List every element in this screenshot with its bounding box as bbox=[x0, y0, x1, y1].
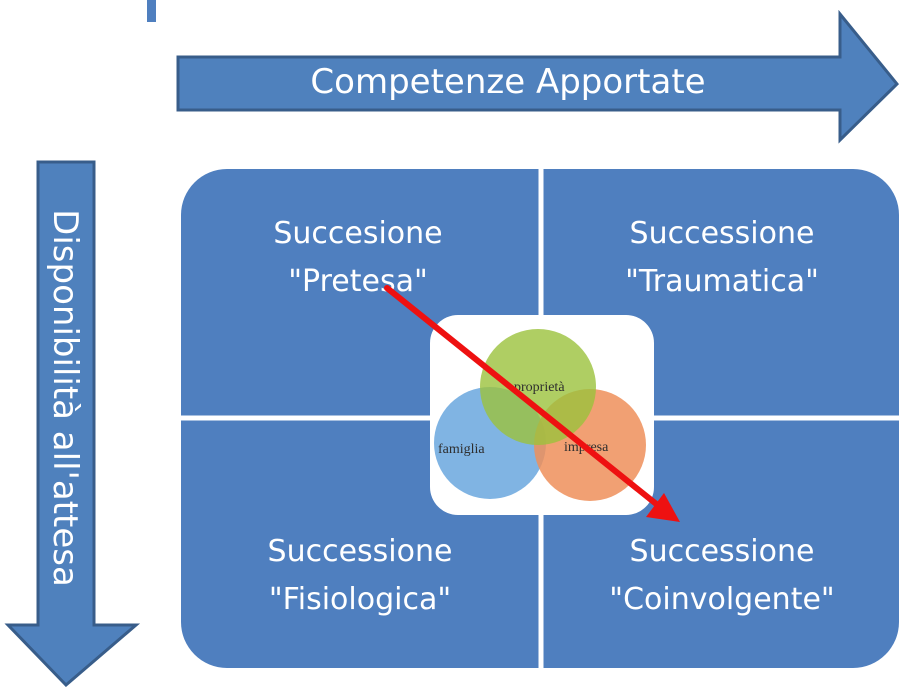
top-edge-fragment bbox=[147, 0, 156, 22]
venn-label-family: famiglia bbox=[438, 442, 485, 457]
quadrant-top-left: Succesione "Pretesa" bbox=[238, 210, 478, 306]
quadrant-top-right: Successione "Traumatica" bbox=[602, 210, 842, 306]
horizontal-axis-label: Competenze Apportate bbox=[310, 62, 706, 102]
quadrant-bottom-right-line1: Successione bbox=[629, 534, 815, 569]
quadrant-top-left-line2: "Pretesa" bbox=[288, 264, 428, 299]
quadrant-bottom-left: Successione "Fisiologica" bbox=[240, 528, 480, 624]
vertical-axis-label: Disponibilità all'attesa bbox=[45, 209, 85, 587]
vertical-axis-label-wrap: Disponibilità all'attesa bbox=[39, 168, 91, 628]
venn-card: proprietà famiglia impresa bbox=[430, 315, 654, 515]
venn-circle-property bbox=[480, 329, 596, 445]
quadrant-top-right-line2: "Traumatica" bbox=[625, 264, 819, 299]
quadrant-top-left-line1: Succesione bbox=[273, 216, 443, 251]
vertical-axis-arrow bbox=[4, 160, 141, 687]
quadrant-top-right-line1: Successione bbox=[629, 216, 815, 251]
quadrant-bottom-right-line2: "Coinvolgente" bbox=[609, 582, 835, 617]
venn-diagram: proprietà famiglia impresa bbox=[434, 329, 646, 501]
quadrant-bottom-left-line1: Successione bbox=[267, 534, 453, 569]
venn-label-property: proprietà bbox=[514, 380, 565, 395]
quadrant-bottom-left-line2: "Fisiologica" bbox=[268, 582, 452, 617]
quadrant-bottom-right: Successione "Coinvolgente" bbox=[597, 528, 847, 624]
horizontal-axis-arrow bbox=[176, 10, 899, 144]
red-diagonal-arrow bbox=[384, 285, 680, 522]
